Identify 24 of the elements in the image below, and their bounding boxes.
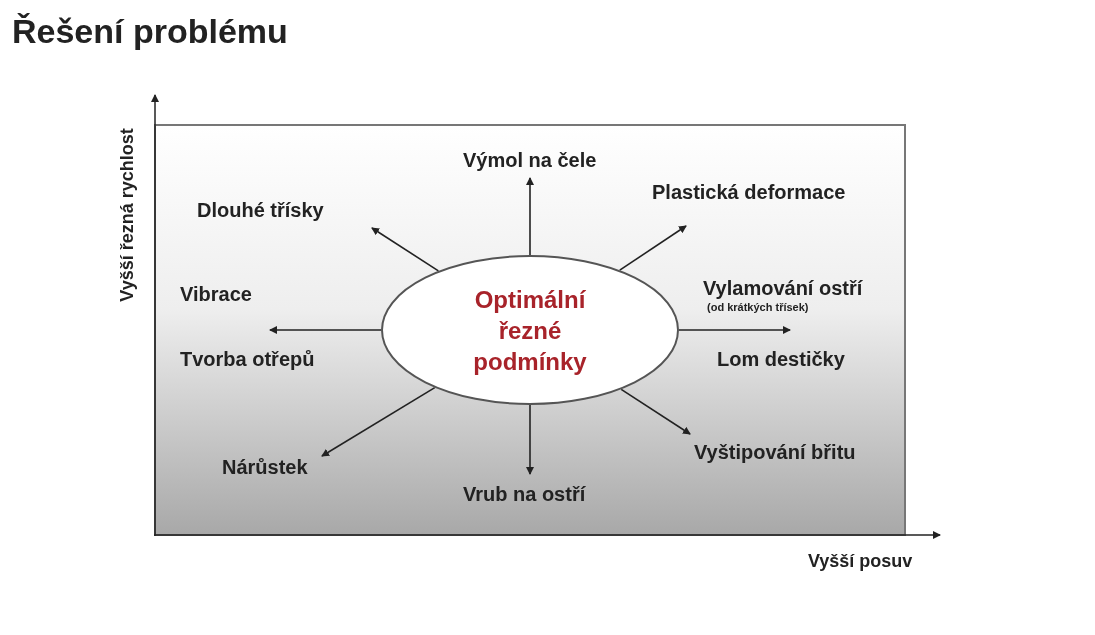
arrow xyxy=(371,227,440,272)
arrow xyxy=(321,386,436,457)
arrow xyxy=(269,326,382,334)
node-text: Tvorba otřepů xyxy=(180,347,315,371)
ellipse-node xyxy=(381,255,679,405)
node-text: Vibrace xyxy=(180,282,252,306)
node-text: Lom destičky xyxy=(717,347,845,371)
title: Řešení problému xyxy=(12,12,288,51)
node-text: Plastická deformace xyxy=(652,180,846,204)
node-text: Nárůstek xyxy=(222,455,308,479)
note-text: (od krátkých třísek) xyxy=(707,300,810,314)
axis-label: Vyšší posuv xyxy=(808,551,913,572)
arrow xyxy=(619,225,687,271)
node-text: Vylamování ostří xyxy=(703,276,863,300)
node-text: Vrub na ostří xyxy=(463,482,586,506)
node-text: Dlouhé třísky xyxy=(197,198,324,222)
node-text: Vyštipování břitu xyxy=(694,440,856,464)
node-text: Výmol na čele xyxy=(463,148,597,172)
node-text: Optimální řezné podmínky xyxy=(472,284,588,377)
arrow xyxy=(526,177,534,256)
arrow xyxy=(526,404,534,475)
arrow xyxy=(678,326,791,334)
arrow xyxy=(620,388,691,435)
axis-label: Vyšší řezná rychlost xyxy=(116,128,138,302)
